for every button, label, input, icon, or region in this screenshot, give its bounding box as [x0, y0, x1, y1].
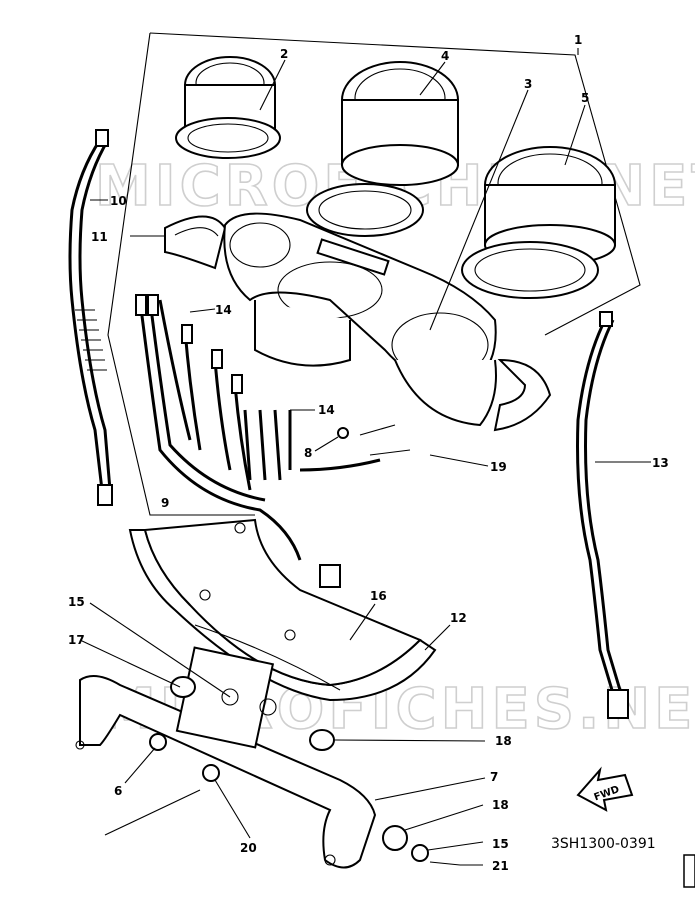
callout-20: 20	[240, 841, 257, 855]
callout-7: 7	[490, 770, 498, 784]
grommet-18-lower	[382, 825, 408, 851]
callout-18-upper: 18	[495, 734, 512, 748]
callout-9: 9	[161, 496, 169, 510]
callout-12: 12	[450, 611, 467, 625]
fwd-arrow: FWD	[576, 766, 634, 812]
callout-18-lower: 18	[492, 798, 509, 812]
bracket-16	[128, 518, 437, 702]
callout-5: 5	[581, 91, 589, 105]
grommet-17	[170, 676, 196, 698]
page-edge-box	[683, 854, 695, 888]
callout-14-lower: 14	[318, 403, 335, 417]
collar-15	[411, 844, 429, 862]
gauge-5	[461, 146, 616, 299]
callout-8: 8	[304, 446, 312, 460]
gauge-2	[175, 56, 281, 159]
callout-10: 10	[110, 194, 127, 208]
callout-6: 6	[114, 784, 122, 798]
stay-7	[75, 646, 377, 869]
callout-21: 21	[492, 859, 509, 873]
callout-1: 1	[574, 33, 582, 47]
wiring-harness-9	[135, 294, 411, 588]
washer-20	[202, 764, 220, 782]
leader-lines	[79, 48, 651, 866]
callout-13: 13	[652, 456, 669, 470]
callout-2: 2	[280, 47, 288, 61]
screw-21	[429, 861, 461, 866]
callout-19: 19	[490, 460, 507, 474]
diagram-code: 3SH1300-0391	[551, 836, 656, 852]
callout-15-left: 15	[68, 595, 85, 609]
grommet-18-upper	[309, 729, 335, 751]
gauge-4	[306, 61, 459, 237]
cable-10	[68, 129, 113, 506]
callout-4: 4	[441, 49, 449, 63]
assembly-boundary-left	[107, 32, 255, 516]
callout-11: 11	[91, 230, 108, 244]
damper-6	[149, 733, 167, 751]
callout-3: 3	[524, 77, 532, 91]
callout-15-right: 15	[492, 837, 509, 851]
callout-17: 17	[68, 633, 85, 647]
cable-13	[576, 311, 629, 719]
instrument-housing	[223, 212, 552, 432]
callout-16: 16	[370, 589, 387, 603]
screw-8	[337, 427, 349, 439]
callout-14-upper: 14	[215, 303, 232, 317]
bolt-assembly	[104, 789, 201, 836]
ring-11	[164, 215, 227, 270]
